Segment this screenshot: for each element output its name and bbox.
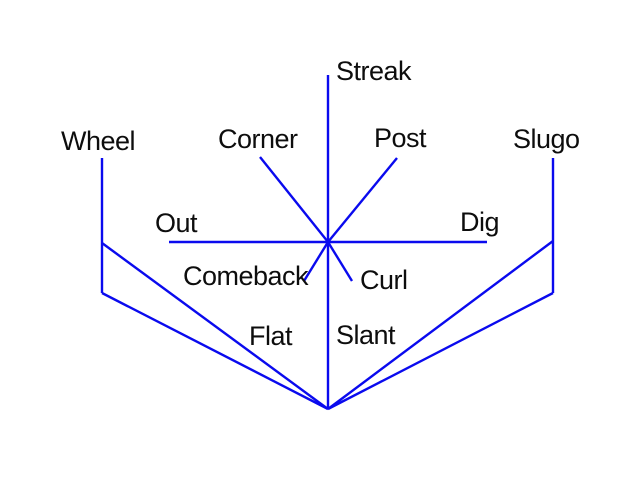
route-label-post: Post	[374, 123, 427, 153]
flat-upper-line	[101, 242, 329, 410]
route-label-corner: Corner	[218, 124, 298, 154]
post-line	[327, 157, 398, 243]
route-label-comeback: Comeback	[183, 261, 309, 291]
route-label-curl: Curl	[360, 265, 408, 295]
route-label-dig: Dig	[460, 207, 500, 237]
slant-upper-line	[327, 240, 554, 410]
curl-line	[326, 241, 354, 282]
corner-line	[259, 156, 329, 243]
slant-lower-line	[327, 291, 554, 411]
comeback-line	[302, 241, 330, 282]
route-label-wheel: Wheel	[61, 126, 136, 156]
flat-lower-line	[101, 291, 329, 411]
route-label-streak: Streak	[336, 56, 412, 86]
route-label-slugo: Slugo	[513, 124, 580, 154]
route-label-slant: Slant	[336, 320, 396, 350]
route-label-out: Out	[155, 208, 198, 238]
route-label-flat: Flat	[249, 321, 293, 351]
